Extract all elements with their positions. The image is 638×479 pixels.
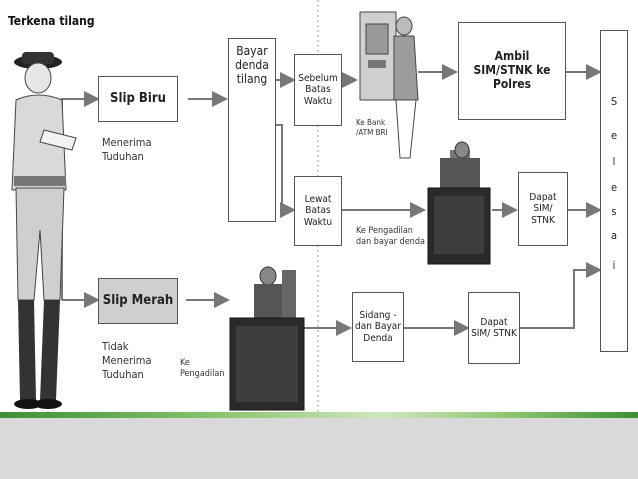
selesai-letter: S: [610, 95, 618, 108]
slip-biru-box: Slip Biru: [98, 76, 178, 122]
bottom-gray-band: [0, 418, 638, 479]
selesai-letter: l: [612, 155, 616, 168]
bayar-denda-box: Bayar denda tilang: [228, 38, 276, 222]
menerima-tuduhan-label: Menerima Tuduhan: [102, 136, 152, 163]
selesai-letter: i: [612, 259, 616, 272]
ambil-sim-stnk-box: Ambil SIM/STNK ke Polres: [458, 22, 566, 120]
ke-pengadilan-bayar-label: Ke Pengadilan dan bayar denda: [356, 226, 425, 248]
dapat-sim-stnk-box-1: Dapat SIM/ STNK: [518, 172, 568, 246]
selesai-box: S e l e s a i: [600, 30, 628, 352]
police-officer-figure: [11, 52, 77, 409]
dapat-sim-stnk-box-2: Dapat SIM/ STNK: [468, 292, 520, 364]
sebelum-batas-waktu-box: Sebelum Batas Waktu: [294, 54, 342, 126]
arrow-officer-to-slip-biru: [61, 91, 100, 300]
court-figure-2: [229, 266, 305, 411]
arrow-bayar-to-lewat: [276, 124, 296, 218]
green-divider-line: [0, 412, 638, 418]
tidak-menerima-tuduhan-label: Tidak Menerima Tuduhan: [102, 340, 152, 381]
ke-pengadilan-label: Ke Pengadilan: [180, 358, 225, 380]
selesai-letter: e: [610, 181, 618, 194]
sidang-bayar-denda-box: Sidang - dan Bayar Denda: [352, 292, 404, 362]
lewat-batas-waktu-box: Lewat Batas Waktu: [294, 176, 342, 246]
arrow-dapat2-to-selesai: [520, 262, 602, 329]
diagram-title: Terkena tilang: [8, 14, 95, 28]
atm-figure: [359, 11, 419, 159]
ke-bank-atm-label: Ke Bank /ATM BRI: [356, 118, 388, 137]
slip-merah-box: Slip Merah: [98, 278, 178, 324]
court-figure-1: [427, 141, 491, 265]
selesai-letter: e: [610, 129, 618, 142]
selesai-letter: s: [611, 205, 617, 218]
selesai-letter: a: [610, 229, 618, 242]
